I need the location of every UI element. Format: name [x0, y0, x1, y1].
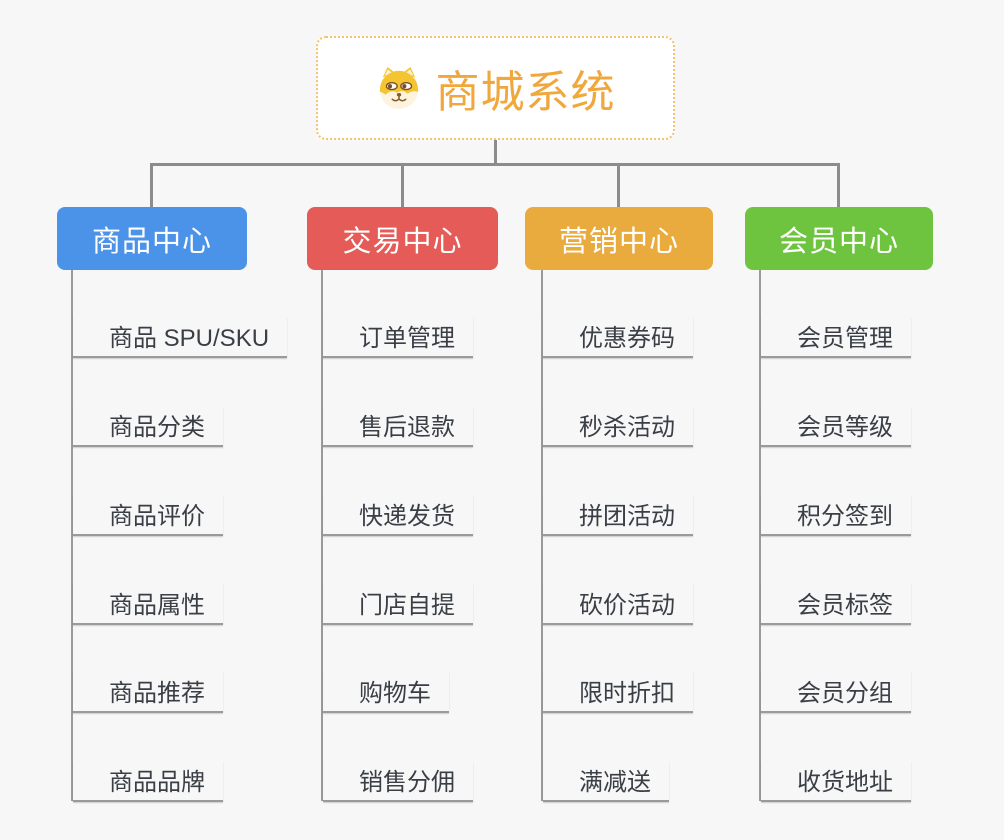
branch-label: 交易中心: [342, 225, 463, 258]
leaf-node[interactable]: 收货地址: [761, 761, 911, 802]
branch-node-marketing-center[interactable]: 营销中心: [525, 207, 713, 270]
connector-root-stem: [494, 140, 497, 164]
connector-drop: [837, 163, 840, 208]
root-node[interactable]: 商城系统: [316, 36, 675, 140]
leaf-node[interactable]: 销售分佣: [323, 761, 473, 802]
branch-column-marketing-center: 优惠券码 秒杀活动 拼团活动 砍价活动 限时折扣 满减送: [541, 270, 693, 802]
branch-node-member-center[interactable]: 会员中心: [745, 207, 933, 270]
leaf-node[interactable]: 商品评价: [73, 495, 223, 536]
connector-bus: [151, 163, 839, 166]
leaf-node[interactable]: 砍价活动: [543, 584, 693, 625]
leaf-node[interactable]: 售后退款: [323, 406, 473, 447]
dog-face-icon: [379, 66, 418, 110]
branch-column-product-center: 商品 SPU/SKU 商品分类 商品评价 商品属性 商品推荐 商品品牌: [71, 270, 288, 802]
branch-label: 会员中心: [778, 225, 899, 258]
branch-node-trade-center[interactable]: 交易中心: [307, 207, 498, 270]
leaf-node[interactable]: 会员分组: [761, 672, 911, 713]
branch-column-member-center: 会员管理 会员等级 积分签到 会员标签 会员分组 收货地址: [759, 270, 911, 802]
leaf-node[interactable]: 商品推荐: [73, 672, 223, 713]
branch-node-product-center[interactable]: 商品中心: [57, 207, 247, 270]
leaf-node[interactable]: 限时折扣: [543, 672, 693, 713]
branch-label: 营销中心: [558, 225, 679, 258]
leaf-node[interactable]: 会员管理: [761, 317, 911, 358]
root-title: 商城系统: [435, 68, 616, 117]
leaf-node[interactable]: 优惠券码: [543, 317, 693, 358]
branch-label: 商品中心: [91, 225, 212, 258]
connector-drop: [617, 163, 620, 208]
leaf-node[interactable]: 秒杀活动: [543, 406, 693, 447]
leaf-node[interactable]: 门店自提: [323, 584, 473, 625]
leaf-node[interactable]: 购物车: [323, 672, 449, 713]
leaf-node[interactable]: 商品分类: [73, 406, 223, 447]
connector-drop: [401, 163, 404, 208]
leaf-node[interactable]: 会员标签: [761, 584, 911, 625]
branch-column-trade-center: 订单管理 售后退款 快递发货 门店自提 购物车 销售分佣: [321, 270, 473, 802]
leaf-node[interactable]: 会员等级: [761, 406, 911, 447]
leaf-node[interactable]: 订单管理: [323, 317, 473, 358]
leaf-node[interactable]: 满减送: [543, 761, 669, 802]
leaf-node[interactable]: 积分签到: [761, 495, 911, 536]
leaf-node[interactable]: 商品品牌: [73, 761, 223, 802]
leaf-node[interactable]: 拼团活动: [543, 495, 693, 536]
leaf-node[interactable]: 快递发货: [323, 495, 473, 536]
leaf-node[interactable]: 商品属性: [73, 584, 223, 625]
connector-drop: [150, 163, 153, 208]
leaf-node[interactable]: 商品 SPU/SKU: [73, 317, 288, 358]
